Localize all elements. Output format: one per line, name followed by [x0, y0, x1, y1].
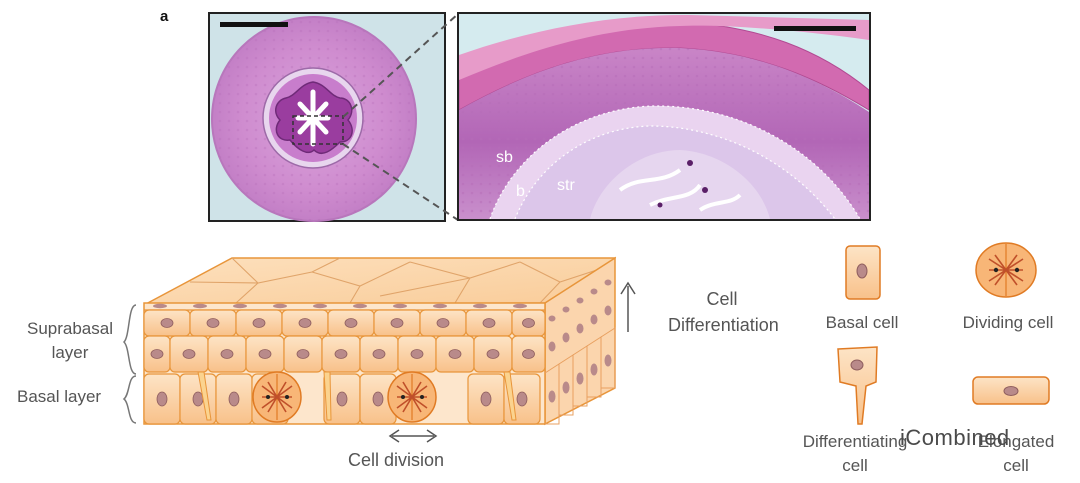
zoom-region-box	[292, 115, 344, 145]
cell-nucleus	[482, 318, 496, 328]
side-cell-nucleus	[562, 332, 570, 343]
cell-nucleus	[448, 349, 462, 359]
basal-brace	[122, 375, 137, 424]
cell-nucleus	[522, 349, 535, 359]
zoom-connector-bottom	[342, 143, 459, 221]
cell-nucleus	[206, 318, 220, 328]
side-cell-nucleus	[548, 341, 556, 352]
cell-nucleus	[486, 349, 500, 359]
suprabasal-layer-label: Suprabasal layer	[16, 317, 124, 365]
watermark: iCombined	[900, 425, 1010, 450]
side-cell-outline	[558, 354, 574, 416]
cell-division-label: Cell division	[348, 450, 445, 470]
side-cell-nucleus	[548, 390, 556, 403]
cell-nucleus	[258, 349, 272, 359]
cell-nucleus	[298, 318, 312, 328]
side-cell-nucleus	[576, 323, 584, 334]
side-cell-nucleus	[562, 306, 570, 313]
elongated-label-line2: cell	[1003, 456, 1029, 475]
label-sb: sb	[496, 149, 513, 166]
flat-cell-nucleus	[313, 303, 327, 309]
differentiating-label-line1: Differentiating	[802, 432, 908, 451]
flat-cell-nucleus	[473, 303, 487, 309]
side-cell-outline	[572, 345, 588, 407]
side-cell-nucleus	[590, 288, 598, 295]
cell-nucleus	[480, 391, 492, 407]
flat-cell-nucleus	[353, 303, 367, 309]
cell-nucleus	[516, 391, 528, 407]
cell-nucleus	[296, 349, 310, 359]
flat-cell-nucleus	[233, 303, 247, 309]
cell-nucleus	[336, 391, 348, 407]
division-arrow	[388, 429, 438, 443]
cell-nucleus	[436, 318, 450, 328]
legend-differentiating-cell-icon	[837, 346, 878, 425]
legend-elongated-cell-icon	[972, 376, 1050, 405]
flat-cell-nucleus	[193, 303, 207, 309]
side-cell-nucleus	[576, 372, 584, 385]
scale-bar-left	[220, 22, 288, 27]
scale-bar-right	[774, 26, 856, 31]
label-str: str	[557, 177, 575, 194]
dividing-cell-diagram-1	[252, 371, 302, 423]
cell-differentiation-label: Cell Differentiation	[668, 286, 779, 338]
cell-nucleus	[228, 391, 240, 407]
side-cell-outline	[544, 363, 560, 425]
side-cell-outline	[600, 327, 616, 389]
cell-nucleus	[372, 349, 386, 359]
zoom-connector-top	[342, 13, 459, 118]
cell-nucleus	[182, 349, 196, 359]
basal-layer-label: Basal layer	[17, 387, 102, 406]
cell-nucleus	[156, 391, 168, 407]
cell-nucleus	[220, 349, 234, 359]
suprabasal-label-line2: layer	[51, 343, 89, 362]
legend-basal-cell-icon	[845, 245, 881, 300]
differentiation-label-line1: Cell	[706, 289, 738, 309]
differentiation-arrow	[620, 281, 636, 332]
side-cell-outline	[586, 336, 602, 398]
side-cell-nucleus	[604, 354, 612, 367]
flat-cell-nucleus	[513, 303, 527, 309]
cell-nucleus	[390, 318, 404, 328]
cell-nucleus	[192, 391, 204, 407]
legend-elongated-cell-label: Elongated cell	[960, 430, 1072, 478]
dividing-cell-diagram-2	[387, 371, 437, 423]
flat-cell-nucleus	[393, 303, 407, 309]
side-cell-nucleus	[604, 305, 612, 316]
epithelium-block-diagram	[143, 256, 617, 426]
differentiating-label-line2: cell	[842, 456, 868, 475]
side-cell-nucleus	[604, 279, 612, 286]
cell-nucleus	[522, 318, 535, 328]
flat-cell-nucleus	[153, 303, 167, 309]
cell-nucleus	[410, 349, 424, 359]
side-cell-nucleus	[548, 315, 556, 322]
side-cell-nucleus	[590, 363, 598, 376]
cell-nucleus	[252, 318, 266, 328]
panel-label: a	[160, 8, 169, 25]
histology-overview-panel	[208, 12, 446, 222]
cell-nucleus	[344, 318, 358, 328]
suprabasal-brace	[122, 304, 137, 375]
legend-dividing-cell-icon	[975, 242, 1037, 298]
label-b: b	[516, 183, 525, 200]
cell-nucleus	[372, 391, 384, 407]
cell-nucleus	[150, 349, 164, 359]
suprabasal-label-line1: Suprabasal	[26, 319, 113, 338]
histology-zoom-panel	[457, 12, 871, 221]
cell-nucleus	[334, 349, 348, 359]
legend-differentiating-cell-label: Differentiating cell	[790, 430, 920, 478]
cell-nucleus	[160, 318, 174, 328]
legend-dividing-cell-label: Dividing cell	[962, 313, 1054, 332]
side-cell-nucleus	[576, 297, 584, 304]
legend-basal-cell-label: Basal cell	[825, 313, 899, 332]
differentiation-label-line2: Differentiation	[668, 315, 779, 335]
side-cell-nucleus	[590, 314, 598, 325]
flat-cell-nucleus	[273, 303, 287, 309]
elongated-label-line1: Elongated	[977, 432, 1055, 451]
flat-cell-nucleus	[433, 303, 447, 309]
side-cell-nucleus	[562, 381, 570, 394]
